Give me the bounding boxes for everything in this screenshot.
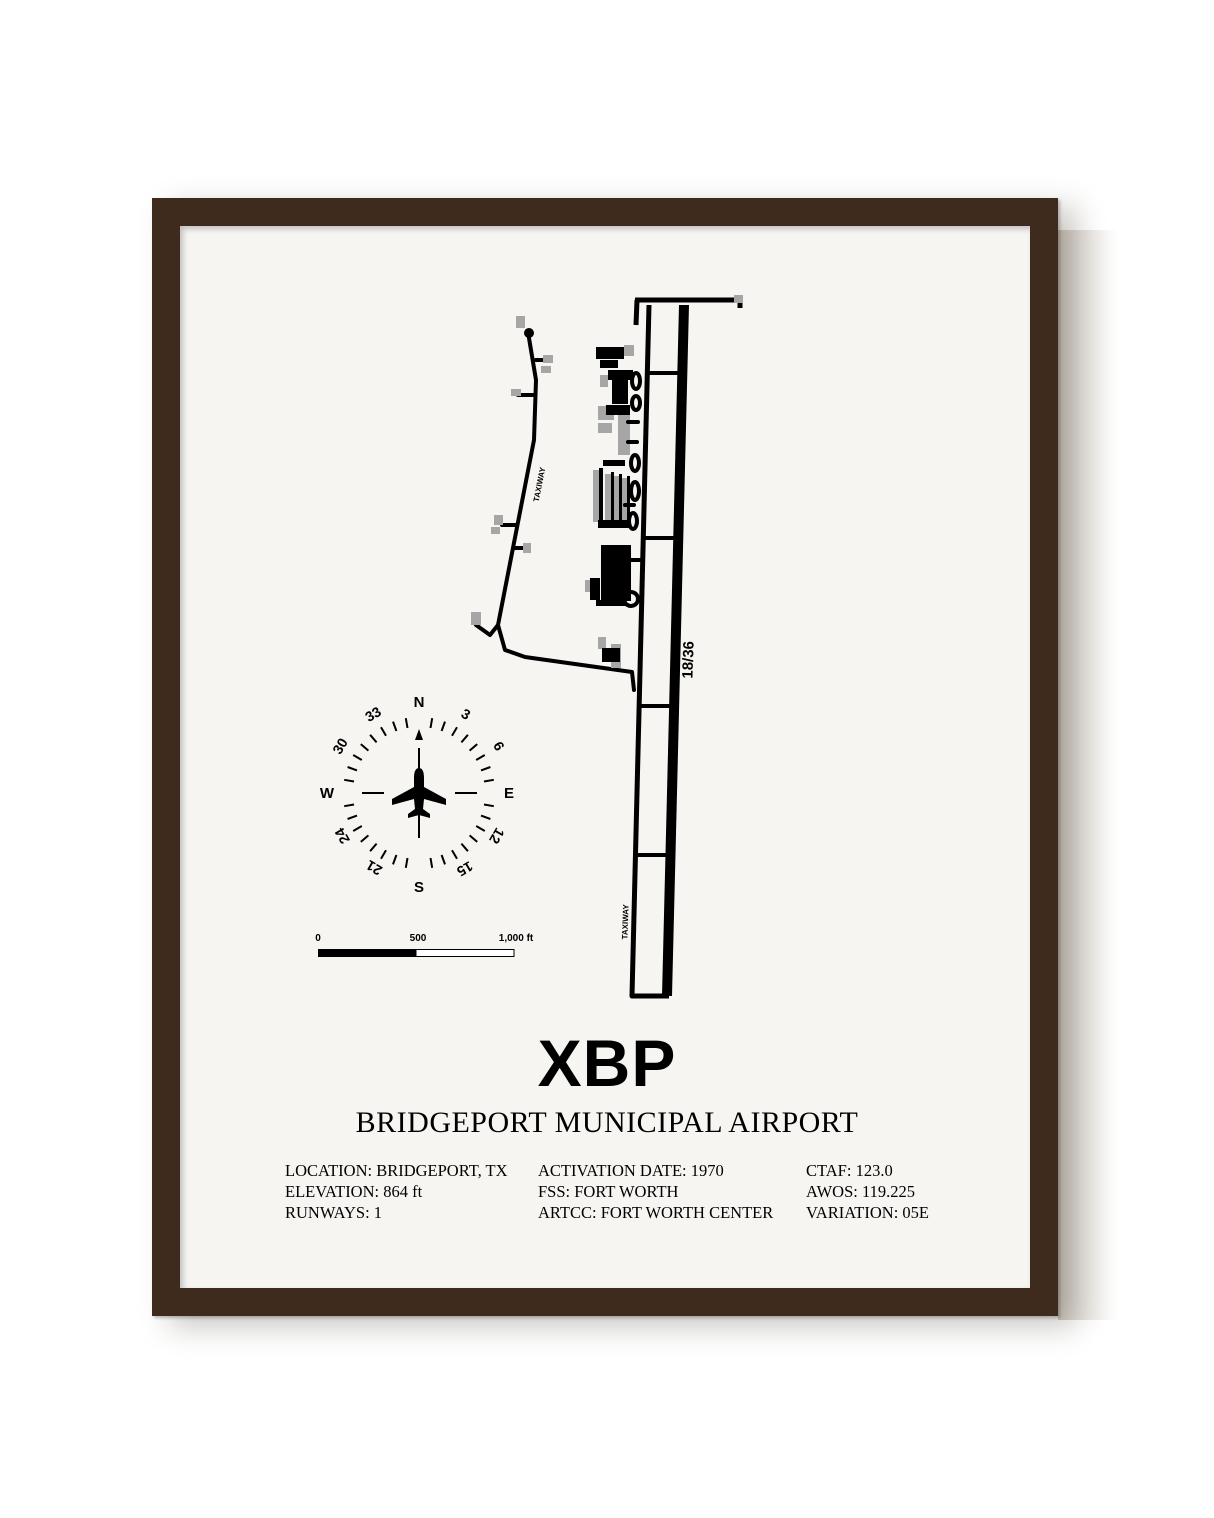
compass-tick — [480, 814, 491, 820]
compass-tick — [344, 803, 355, 808]
compass-w: W — [320, 785, 335, 802]
compass-tick — [440, 854, 446, 865]
compass-rose: N E S W 3 6 12 15 21 24 30 33 — [320, 694, 514, 896]
compass-tick — [483, 778, 494, 783]
compass-tick — [451, 849, 458, 860]
info-ctaf: CTAF: 123.0 — [806, 1161, 893, 1180]
compass-tick — [360, 834, 370, 843]
compass-tick — [352, 825, 363, 832]
compass-tick — [392, 721, 398, 732]
compass-tick — [480, 766, 491, 772]
compass-tick — [404, 718, 409, 729]
compass-e: E — [504, 785, 514, 802]
compass-3: 3 — [459, 705, 474, 723]
compass-30: 30 — [329, 735, 351, 757]
compass-tick — [347, 766, 358, 772]
airplane-icon — [392, 768, 446, 818]
info-awos: AWOS: 119.225 — [806, 1182, 915, 1201]
scale-zero: 0 — [315, 933, 321, 944]
compass-tick — [369, 842, 378, 852]
building — [734, 295, 743, 303]
parallel-taxiway — [629, 297, 743, 999]
taxiway-label-west: TAXIWAY — [532, 466, 548, 503]
compass-tick — [440, 721, 446, 732]
compass-21: 21 — [363, 857, 385, 879]
compass-tick — [451, 726, 458, 737]
compass-tick — [483, 803, 494, 808]
compass-tick — [380, 849, 387, 860]
compass-tick — [468, 743, 478, 752]
compass-tick — [380, 726, 387, 737]
compass-tick — [404, 857, 409, 868]
compass-tick — [392, 854, 398, 865]
compass-tick — [369, 734, 378, 744]
apron-buildings — [471, 316, 644, 668]
compass-tick — [475, 825, 486, 832]
info-artcc: ARTCC: FORT WORTH CENTER — [538, 1203, 774, 1222]
compass-tick — [475, 754, 486, 761]
compass-tick — [360, 743, 370, 752]
compass-tick — [344, 778, 355, 783]
compass-s: S — [414, 879, 424, 896]
runway-18-36 — [662, 305, 689, 996]
scale-end: 1,000 ft — [499, 933, 534, 944]
north-pointer — [415, 729, 423, 740]
airport-name: BRIDGEPORT MUNICIPAL AIRPORT — [355, 1106, 859, 1139]
compass-tick — [352, 754, 363, 761]
compass-tick — [429, 718, 434, 729]
taxiway-end — [524, 328, 534, 338]
info-activation-date: ACTIVATION DATE: 1970 — [538, 1161, 724, 1180]
compass-tick — [429, 857, 434, 868]
info-fss: FSS: FORT WORTH — [538, 1182, 679, 1201]
info-runways: RUNWAYS: 1 — [285, 1203, 383, 1222]
compass-n: N — [414, 694, 425, 711]
airport-code: XBP — [537, 1026, 677, 1100]
info-elevation: ELEVATION: 864 ft — [285, 1182, 423, 1201]
info-variation: VARIATION: 05E — [806, 1203, 929, 1222]
compass-33: 33 — [362, 703, 384, 725]
wall-shadow — [1058, 230, 1118, 1320]
info-column-3: CTAF: 123.0 AWOS: 119.225 VARIATION: 05E — [806, 1160, 929, 1223]
compass-6: 6 — [490, 739, 508, 754]
compass-tick — [468, 834, 478, 843]
info-column-2: ACTIVATION DATE: 1970 FSS: FORT WORTH AR… — [538, 1160, 773, 1223]
compass-tick — [347, 814, 358, 820]
scale-bar: 0 500 1,000 ft — [315, 933, 534, 957]
taxiway-label-parallel: TAXIWAY — [620, 904, 630, 940]
compass-24: 24 — [331, 825, 353, 847]
compass-tick — [460, 734, 469, 744]
info-location: LOCATION: BRIDGEPORT, TX — [285, 1161, 508, 1180]
compass-tick — [460, 842, 469, 852]
runway-label: 18/36 — [679, 641, 697, 679]
compass-12: 12 — [486, 825, 508, 847]
scale-mid: 500 — [410, 933, 427, 944]
info-column-1: LOCATION: BRIDGEPORT, TX ELEVATION: 864 … — [285, 1160, 508, 1223]
compass-15: 15 — [454, 858, 476, 880]
